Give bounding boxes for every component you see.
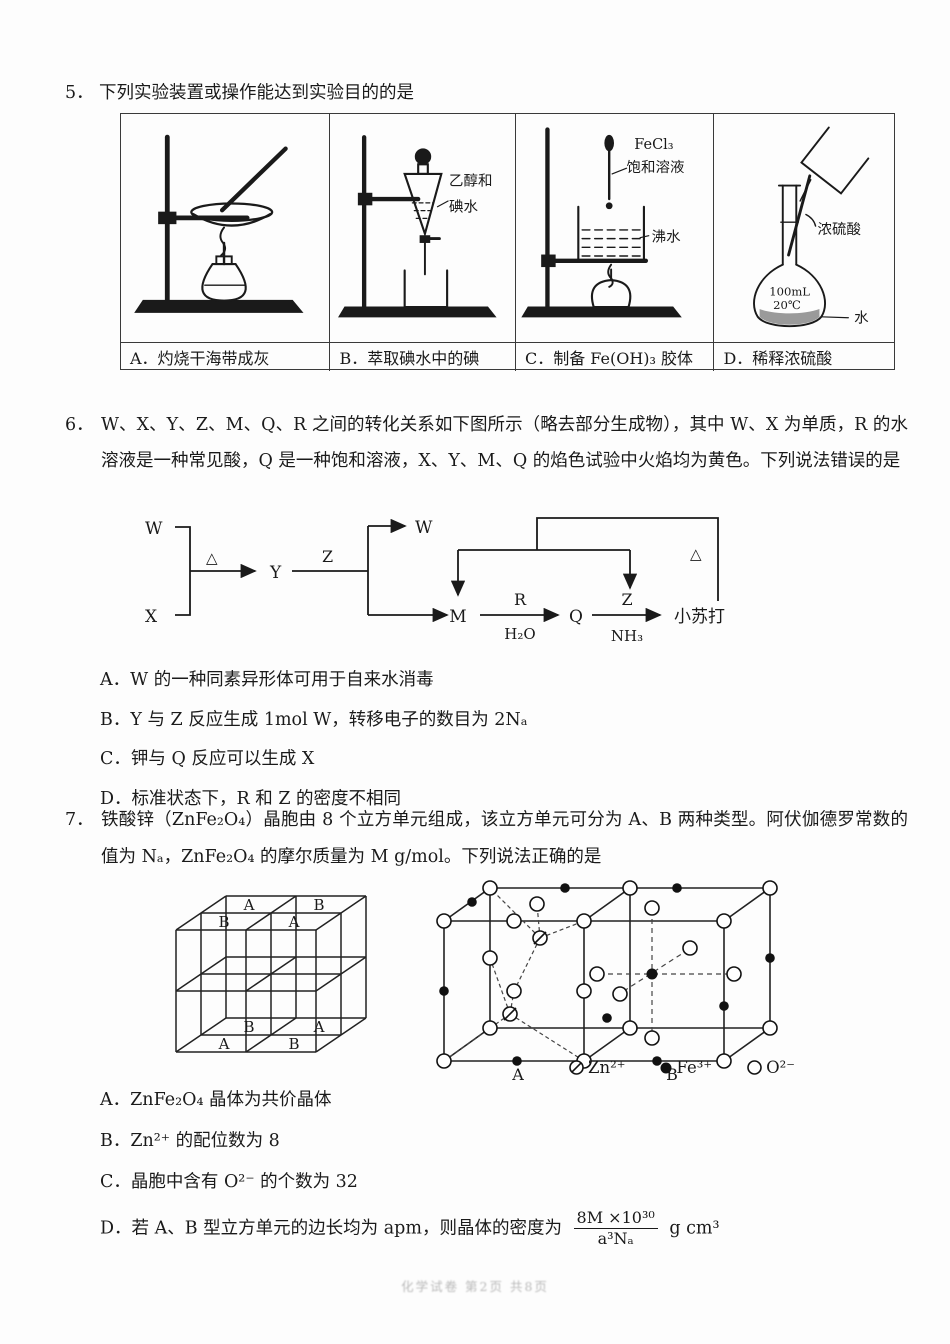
q7-option-d: D．若 A、B 型立方单元的边长均为 apm，则晶体的密度为 8M ×10³⁰ … <box>100 1208 720 1249</box>
flow-step-z2: Z <box>621 590 632 609</box>
cube-label-bottom-back-left: B <box>243 1018 254 1036</box>
q7-option-c: C．晶胞中含有 O²⁻ 的个数为 32 <box>100 1172 358 1192</box>
q5-caption-d: D．稀释浓硫酸 <box>714 342 894 371</box>
q7-stem: 铁酸锌（ZnFe₂O₄）晶胞由 8 个立方单元组成，该立方单元可分为 A、B 两… <box>101 810 908 867</box>
q7-stem-block: 7． 铁酸锌（ZnFe₂O₄）晶胞由 8 个立方单元组成，该立方单元可分为 A、… <box>65 802 908 876</box>
q6-option-a: A．W 的一种同素异形体可用于自来水消毒 <box>100 670 434 690</box>
cube-label-top-back-left: A <box>243 896 255 914</box>
flow-step-h2o: H₂O <box>504 625 535 643</box>
q5-caption-b: B．萃取碘水中的碘 <box>330 342 516 371</box>
flow-node-soda: 小苏打 <box>674 607 725 627</box>
flow-node-x: X <box>145 607 158 627</box>
label-boiling-water: 沸水 <box>652 229 681 246</box>
flow-heat-icon: △ <box>206 549 218 567</box>
flow-node-m: M <box>449 607 466 627</box>
fe-symbol-icon <box>660 1062 672 1073</box>
apparatus-boiling-water-icon: FeCl₃ 饱和溶液 沸水 <box>521 127 685 318</box>
q5-number: 5． <box>65 83 94 103</box>
flow-step-nh3: NH₃ <box>611 627 643 645</box>
label-ethanol-and: 乙醇和 <box>449 173 492 190</box>
fraction-denominator: a³Nₐ <box>597 1229 634 1249</box>
label-20c: 20℃ <box>773 298 801 312</box>
label-saturated-solution: 饱和溶液 <box>627 159 685 176</box>
q7-options: A．ZnFe₂O₄ 晶体为共价晶体 B．Zn²⁺ 的配位数为 8 C．晶胞中含有… <box>100 1086 720 1265</box>
q5-cell-b-diagram: 乙醇和 碘水 <box>330 114 516 342</box>
legend-fe-label: Fe³⁺ <box>676 1058 713 1077</box>
label-iodine-water: 碘水 <box>449 199 478 216</box>
apparatus-volumetric-flask-icon: 浓硫酸 100mL 20℃ 水 <box>753 126 870 328</box>
zn-symbol-icon <box>569 1060 584 1075</box>
q7-legend: Zn²⁺ Fe³⁺ O²⁻ <box>568 1058 795 1077</box>
q5-cell-c-diagram: FeCl₃ 饱和溶液 沸水 <box>516 114 715 342</box>
label-100ml: 100mL <box>769 285 810 299</box>
label-fecl3: FeCl₃ <box>634 137 674 153</box>
flow-node-q: Q <box>569 607 583 627</box>
q6-number: 6． <box>65 415 94 435</box>
cube-label-bottom-front-left: A <box>218 1035 230 1053</box>
q5-caption-a: A．灼烧干海带成灰 <box>121 342 331 371</box>
q5-caption-c: C．制备 Fe(OH)₃ 胶体 <box>515 342 715 371</box>
q7-option-b: B．Zn²⁺ 的配位数为 8 <box>100 1131 280 1151</box>
legend-o: O²⁻ <box>746 1058 795 1077</box>
flow-heat2-icon: △ <box>690 545 702 563</box>
label-water: 水 <box>854 310 869 327</box>
q6-option-d: D．标准状态下，R 和 Z 的密度不相同 <box>100 788 402 809</box>
q6-conversion-flow-diagram: W X △ Y Z W M R H₂O Q Z NH₃ 小苏打 △ <box>145 517 725 645</box>
q7-cube-unit-diagram: A B B A B A A B <box>175 895 367 1053</box>
q5-cell-d-diagram: 浓硫酸 100mL 20℃ 水 <box>714 114 894 342</box>
cube-label-top-front-right: A <box>288 913 300 931</box>
q5-stem-line: 5．下列实验装置或操作能达到实验目的的是 <box>65 76 414 110</box>
flow-step-r: R <box>514 590 527 609</box>
flow-node-w-out: W <box>415 518 433 538</box>
flow-node-w-top: W <box>145 519 163 539</box>
q6-stem-block: 6． W、X、Y、Z、M、Q、R 之间的转化关系如下图所示（略去部分生成物），其… <box>65 407 908 479</box>
page-footer: 化学试卷 第2页 共8页 <box>401 1279 549 1294</box>
q5-stem: 下列实验装置或操作能达到实验目的的是 <box>99 83 414 103</box>
q7-option-d-suffix: g cm³ <box>669 1218 720 1239</box>
fe-ion <box>439 883 775 1066</box>
q7-density-fraction: 8M ×10³⁰ a³Nₐ <box>573 1208 658 1249</box>
struct-label-a: A <box>511 1065 524 1084</box>
o-symbol-icon <box>747 1060 762 1075</box>
q6-option-b: B．Y 与 Z 反应生成 1mol W，转移电子的数目为 2Nₐ <box>100 709 528 730</box>
fraction-numerator: 8M ×10³⁰ <box>573 1208 658 1230</box>
q6-option-c: C．钾与 Q 反应可以生成 X <box>100 749 315 769</box>
zn-ion <box>502 930 548 1022</box>
cube-label-top-back-right: B <box>313 896 324 914</box>
cube-label-bottom-front-right: B <box>288 1035 299 1053</box>
legend-zn: Zn²⁺ <box>568 1058 625 1077</box>
q7-number: 7． <box>65 810 94 830</box>
cube-label-top-front-left: B <box>218 913 229 931</box>
q7-option-d-prefix: D．若 A、B 型立方单元的边长均为 apm，则晶体的密度为 <box>100 1218 562 1239</box>
q6-options: A．W 的一种同素异形体可用于自来水消毒 B．Y 与 Z 反应生成 1mol W… <box>100 666 528 824</box>
apparatus-crucible-heating-icon <box>134 134 304 313</box>
q5-cell-a-diagram <box>121 114 331 342</box>
legend-o-label: O²⁻ <box>766 1058 795 1077</box>
legend-fe: Fe³⁺ <box>659 1058 712 1077</box>
flow-step-z: Z <box>322 547 333 566</box>
q7-crystal-structure-diagram: A B <box>436 880 778 1084</box>
flow-node-y: Y <box>269 563 282 583</box>
apparatus-separating-funnel-icon: 乙醇和 碘水 <box>337 135 497 318</box>
struct-label-b: B <box>666 1065 678 1084</box>
q5-apparatus-table: 乙醇和 碘水 <box>120 113 895 371</box>
label-conc-sulfuric-acid: 浓硫酸 <box>818 221 862 238</box>
cube-label-bottom-back-right: A <box>313 1018 325 1036</box>
q6-stem: W、X、Y、Z、M、Q、R 之间的转化关系如下图所示（略去部分生成物），其中 W… <box>101 415 908 471</box>
q7-option-a: A．ZnFe₂O₄ 晶体为共价晶体 <box>100 1090 332 1110</box>
legend-zn-label: Zn²⁺ <box>588 1058 626 1077</box>
